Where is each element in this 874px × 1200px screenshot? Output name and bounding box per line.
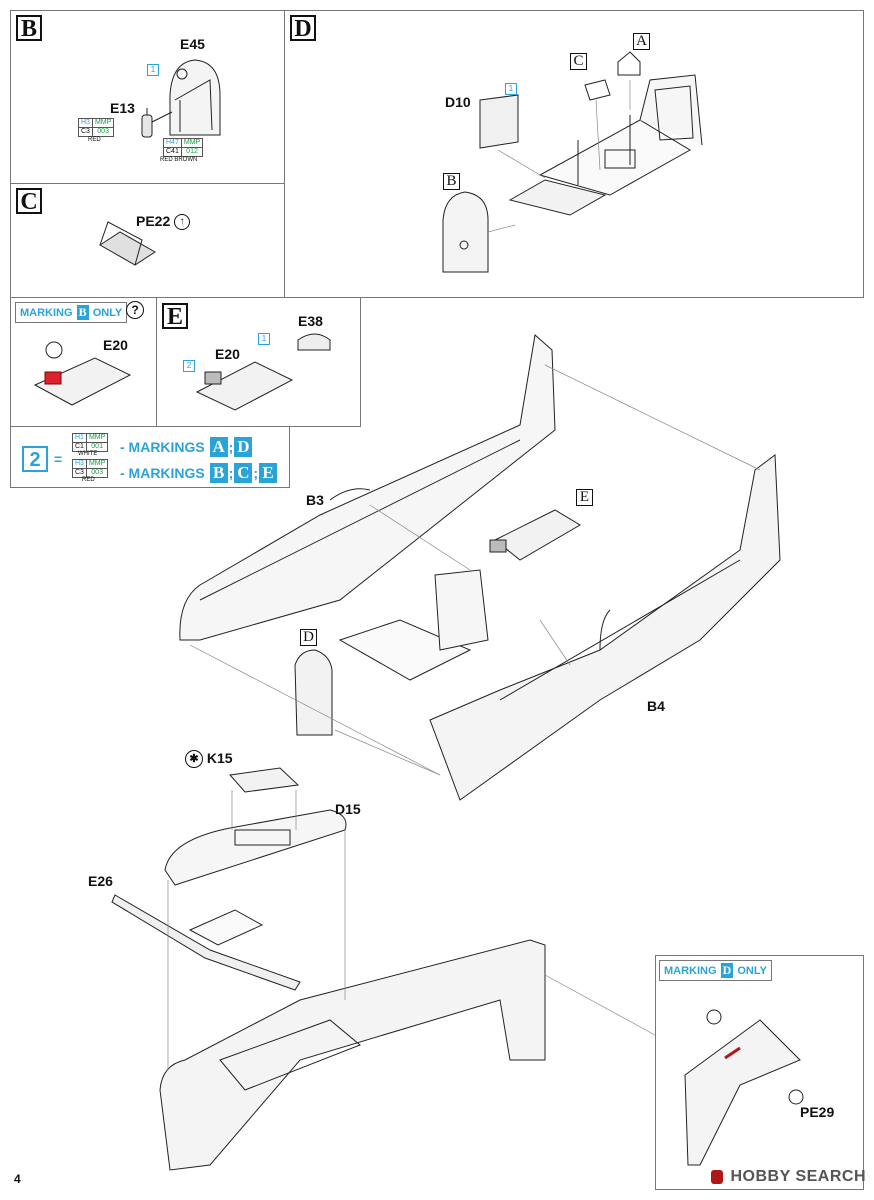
marking-chip: A [209,437,228,457]
plate-pe22-drawing [99,221,156,266]
bulkhead-e45-drawing [169,59,221,136]
brace-e26-drawing [111,894,301,991]
color-code: 003 [85,468,109,478]
part-label-e26: E26 [88,873,113,889]
part-label-k15: ✱ K15 [185,750,233,769]
bend-up-icon: ↑ [174,214,191,231]
panel-d [284,10,864,298]
panel-marking-d [655,955,864,1190]
marking-chip: B [209,463,228,483]
color-code: 003 [91,127,115,137]
part-label-text: K15 [206,750,233,766]
part-label-e38: E38 [298,313,323,329]
lower-fuselage-drawing [159,939,546,1171]
part-label-b4: B4 [647,698,665,714]
color-callout-2: 2 [22,446,48,472]
color-name: RED BROWN [160,157,198,163]
marking-d-only-banner: MARKING D ONLY [659,960,772,981]
cockpit-assembly-drawing [442,51,703,273]
color-code: 012 [180,147,204,157]
fuselage-b4-drawing [429,454,781,801]
callout-number: 1 [505,83,517,95]
part-label-pe22: PE22 ↑ [136,213,191,231]
sub-letter-a: A [633,33,650,50]
step-letter-e: E [162,303,188,329]
part-label-b3: B3 [306,492,324,508]
legend-sep: ; [228,439,234,455]
watermark-logo-icon [710,1169,723,1184]
color-h: H47 [163,138,182,148]
legend-row-1: - MARKINGS A;D [120,437,253,457]
color-c: C41 [163,147,182,157]
sub-letter-d: D [300,629,317,646]
page-number: 4 [14,1172,21,1186]
color-h: H3 [72,459,87,469]
legend-row-2: - MARKINGS B;C;E [120,463,278,483]
color-name: WHITE [78,451,98,457]
tail-detail-drawing [684,1009,804,1166]
banner-suffix: ONLY [737,965,767,977]
marking-chip: B [76,305,89,320]
color-mmp: MMP [85,459,109,469]
callout-number: 1 [258,333,270,345]
banner-prefix: MARKING [20,307,73,319]
color-c: C3 [78,127,93,137]
color-code: 001 [85,442,109,452]
legend-sep: ; [253,465,259,481]
part-label-d10: D10 [445,94,471,110]
legend-equals: = [54,451,63,467]
step-letter-d: D [290,15,316,41]
legend-text: - MARKINGS [120,465,205,481]
plate-e20-drawing [33,341,132,406]
plate-e20-e38-drawing [195,333,331,411]
question-icon: ? [126,301,144,319]
color-h: H3 [78,118,93,128]
banner-prefix: MARKING [664,965,717,977]
color-name: RED [82,477,95,483]
fuselage-b3-drawing [179,334,556,641]
marking-chip: D [234,437,253,457]
cowling-d15-drawing [164,809,347,886]
extinguisher-e13-drawing [141,108,173,138]
marking-chip: E [259,463,278,483]
marking-b-only-banner: MARKING B ONLY [15,302,128,323]
part-label-text: PE22 [136,213,171,229]
sub-letter-b: B [443,173,460,190]
legend-text: - MARKINGS [120,439,205,455]
marking-chip: D [720,963,734,978]
part-label-e20: E20 [215,346,240,362]
sub-letter-e: E [576,489,593,506]
marking-chip: C [234,463,253,483]
step-letter-b: B [16,15,42,41]
watermark-text: HOBBY SEARCH [730,1168,866,1185]
color-mmp: MMP [85,433,109,443]
canopy-k15-drawing [229,767,300,793]
callout-number: 2 [183,360,195,372]
banner-suffix: ONLY [92,307,123,319]
legend-sep: ; [228,465,234,481]
color-name: RED [88,137,101,143]
part-label-pe29: PE29 [800,1104,835,1120]
clear-part-icon: ✱ [185,750,203,769]
part-label-e13: E13 [110,100,135,116]
part-label-e20: E20 [103,337,128,353]
color-h: H1 [72,433,87,443]
color-mmp: MMP [180,138,204,148]
color-mmp: MMP [91,118,115,128]
sub-letter-c: C [570,53,587,70]
watermark: HOBBY SEARCH [710,1168,866,1186]
part-label-d15: D15 [335,801,361,817]
panel-legend [10,426,290,488]
callout-number: 1 [147,64,159,76]
panel-c [10,183,285,298]
part-label-e45: E45 [180,36,205,52]
panel-b [10,10,285,184]
step-letter-c: C [16,188,42,214]
